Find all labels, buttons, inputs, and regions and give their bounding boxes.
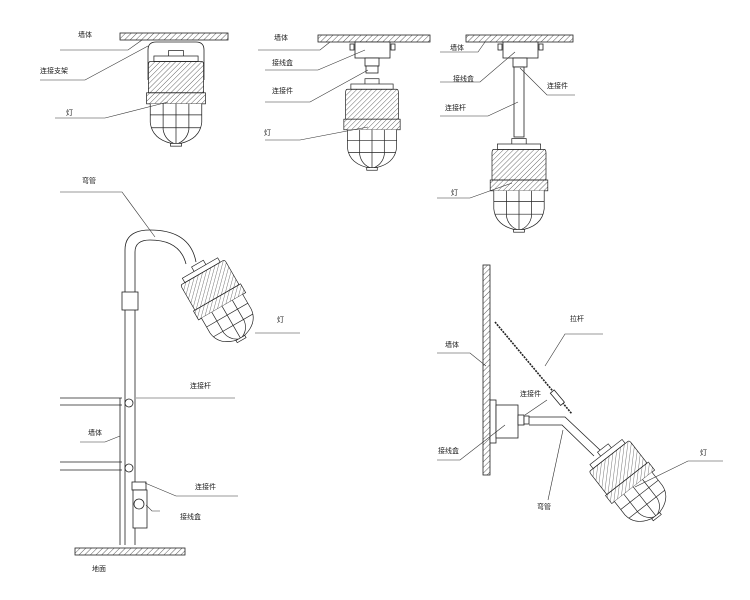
panel-pole-mount: 弯管 灯 连接杆 墙体 连接件 接线盒 地面 <box>60 176 300 573</box>
label-lamp: 灯 <box>451 188 458 197</box>
label-connector: 连接件 <box>547 81 568 90</box>
label-lamp: 灯 <box>700 448 707 457</box>
label-bent-pipe: 弯管 <box>537 502 551 511</box>
lamp-icon <box>173 249 266 355</box>
label-connector: 连接件 <box>272 86 293 95</box>
label-connecting-rod: 连接杆 <box>190 381 211 390</box>
junction-box-shape <box>354 41 391 59</box>
label-ground: 地面 <box>92 564 106 573</box>
label-wall: 墙体 <box>88 428 102 437</box>
connecting-rod-shape <box>513 66 525 138</box>
lamp-icon <box>489 138 549 233</box>
label-junction-box: 接线盒 <box>180 512 201 521</box>
junction-box-shape <box>495 404 519 439</box>
label-connecting-rod: 连接杆 <box>445 103 466 112</box>
label-junction-box: 接线盒 <box>453 74 474 83</box>
wall-rails <box>60 397 122 545</box>
label-bent-pipe: 弯管 <box>82 176 96 185</box>
label-lamp: 灯 <box>66 108 73 117</box>
label-connector: 连接件 <box>520 389 541 398</box>
label-pull-rod: 拉杆 <box>570 314 584 323</box>
ceiling-wall <box>465 34 574 43</box>
label-wall: 墙体 <box>78 30 92 39</box>
lamp-icon <box>343 78 401 171</box>
panel-wall-mount: 拉杆 墙体 连接件 接线盒 弯管 灯 <box>437 264 723 535</box>
wall-shape <box>482 264 491 476</box>
label-junction-box: 接线盒 <box>272 58 293 67</box>
panel-rod-mount: 墙体 接线盒 连接件 连接杆 灯 <box>437 34 575 233</box>
ground-shape <box>74 547 186 556</box>
label-lamp: 灯 <box>277 315 284 324</box>
panel-bracket-mount: 墙体 连接支架 灯 <box>40 30 229 147</box>
ceiling-wall <box>119 32 229 41</box>
label-wall: 墙体 <box>274 33 288 42</box>
label-junction-box: 接线盒 <box>438 446 459 455</box>
label-bracket: 连接支架 <box>40 66 68 75</box>
label-wall: 墙体 <box>445 340 459 349</box>
label-connector: 连接件 <box>195 482 216 491</box>
lamp-icon <box>146 50 206 147</box>
panel-box-mount: 墙体 接线盒 连接件 灯 <box>258 33 431 171</box>
ceiling-wall <box>317 34 431 43</box>
bracket-shape <box>147 41 205 80</box>
bent-pipe-shape <box>529 416 601 457</box>
label-wall: 墙体 <box>450 43 464 52</box>
label-lamp: 灯 <box>264 128 271 137</box>
